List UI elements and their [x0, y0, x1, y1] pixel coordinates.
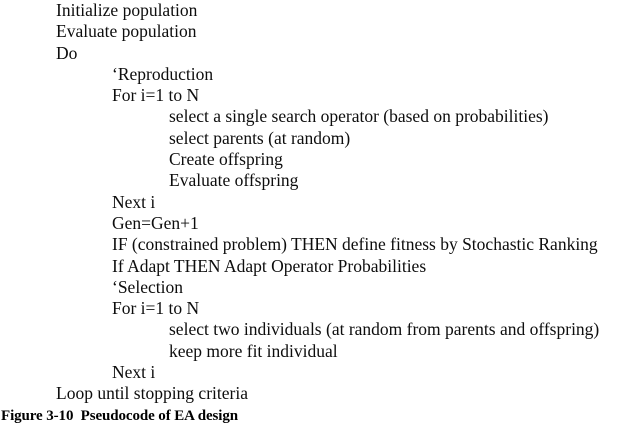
pseudocode-line: Initialize population — [56, 0, 198, 20]
pseudocode-line: Loop until stopping criteria — [56, 383, 248, 404]
pseudocode-line: Next i — [112, 191, 156, 212]
pseudocode-line: For i=1 to N — [112, 85, 200, 106]
pseudocode-line: If Adapt THEN Adapt Operator Probabiliti… — [112, 255, 427, 276]
pseudocode-line: Evaluate population — [56, 21, 197, 42]
pseudocode-line: select two individuals (at random from p… — [169, 319, 600, 340]
pseudocode-line: IF (constrained problem) THEN define fit… — [112, 234, 598, 255]
pseudocode-line: ‘Reproduction — [112, 63, 214, 84]
pseudocode-line: Create offspring — [169, 149, 283, 170]
pseudocode-line: For i=1 to N — [112, 298, 200, 319]
pseudocode-line: select parents (at random) — [169, 127, 351, 148]
pseudocode-line: Gen=Gen+1 — [112, 212, 199, 233]
pseudocode-line: Do — [56, 42, 78, 63]
figure-caption: Figure 3-10 Pseudocode of EA design — [1, 408, 238, 424]
pseudocode-line: ‘Selection — [112, 276, 183, 297]
pseudocode-line: Next i — [112, 362, 156, 383]
pseudocode-line: select a single search operator (based o… — [169, 106, 549, 127]
pseudocode-line: keep more fit individual — [169, 340, 338, 361]
pseudocode-line: Evaluate offspring — [169, 170, 299, 191]
